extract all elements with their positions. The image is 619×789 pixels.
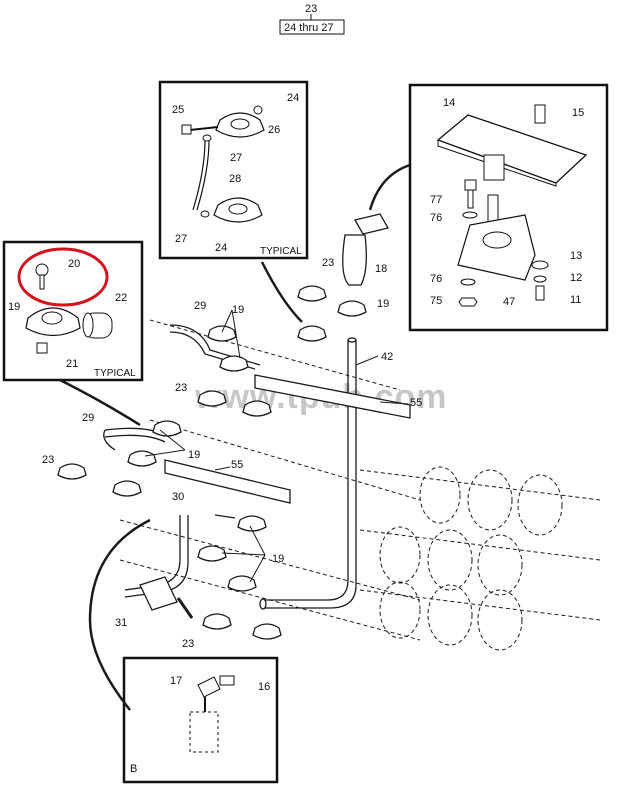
- label-28: 28: [229, 173, 241, 185]
- label-55-lower: 55: [231, 459, 243, 471]
- label-75: 75: [430, 295, 442, 307]
- label-18: 18: [375, 263, 387, 275]
- inset-bracket-assembly: 20 19 22 21 TYPICAL: [2, 240, 144, 382]
- inset-view-b: 17 16 B: [122, 656, 279, 784]
- label-12: 12: [570, 272, 582, 284]
- header-ref-range: 24 thru 27: [284, 22, 334, 34]
- label-20: 20: [68, 258, 80, 270]
- label-47: 47: [503, 296, 515, 308]
- header-ref-box: [279, 19, 345, 35]
- label-27-upper: 27: [230, 152, 242, 164]
- note-typical-left: TYPICAL: [94, 368, 136, 379]
- label-17: 17: [170, 675, 182, 687]
- label-23-b: 23: [175, 382, 187, 394]
- label-view-b: B: [130, 763, 137, 775]
- label-27-lower: 27: [175, 233, 187, 245]
- label-31: 31: [115, 617, 127, 629]
- label-15: 15: [572, 107, 584, 119]
- main-assembly: [57, 163, 411, 711]
- label-19-b: 19: [232, 304, 244, 316]
- label-30: 30: [172, 491, 184, 503]
- label-29-lower: 29: [82, 412, 94, 424]
- main-labels: 23 18 19 29 19 23 42 55 29 19 23 55 30 1…: [42, 257, 422, 650]
- label-55-upper: 55: [410, 397, 422, 409]
- label-19-inset: 19: [8, 301, 20, 313]
- label-23-d: 23: [182, 638, 194, 650]
- label-76-upper: 76: [430, 212, 442, 224]
- label-26: 26: [268, 124, 280, 136]
- label-29-upper: 29: [194, 300, 206, 312]
- label-19-a: 19: [377, 298, 389, 310]
- label-19-d: 19: [272, 553, 284, 565]
- label-24-bottom: 24: [215, 242, 227, 254]
- label-76-lower: 76: [430, 273, 442, 285]
- label-24-top: 24: [287, 92, 299, 104]
- label-25: 25: [172, 104, 184, 116]
- cylinder-stack: [119, 319, 601, 651]
- label-21: 21: [66, 358, 78, 370]
- label-16: 16: [258, 681, 270, 693]
- header-ref-main: 23: [305, 3, 317, 15]
- inset-clamp-assembly: 24 25 26 27 28 27 24 TYPICAL: [158, 80, 309, 260]
- label-22: 22: [115, 292, 127, 304]
- label-42: 42: [381, 351, 393, 363]
- note-typical-top: TYPICAL: [260, 246, 302, 257]
- highlight-circle: [17, 247, 109, 307]
- label-19-c: 19: [188, 449, 200, 461]
- label-14: 14: [443, 97, 455, 109]
- label-11: 11: [570, 294, 581, 306]
- inset-mount-assembly: 14 15 77 76 13 76 12 75 47 11: [408, 83, 609, 332]
- label-77: 77: [430, 194, 442, 206]
- label-23-c: 23: [42, 454, 54, 466]
- label-13: 13: [570, 250, 582, 262]
- label-23-a: 23: [322, 257, 334, 269]
